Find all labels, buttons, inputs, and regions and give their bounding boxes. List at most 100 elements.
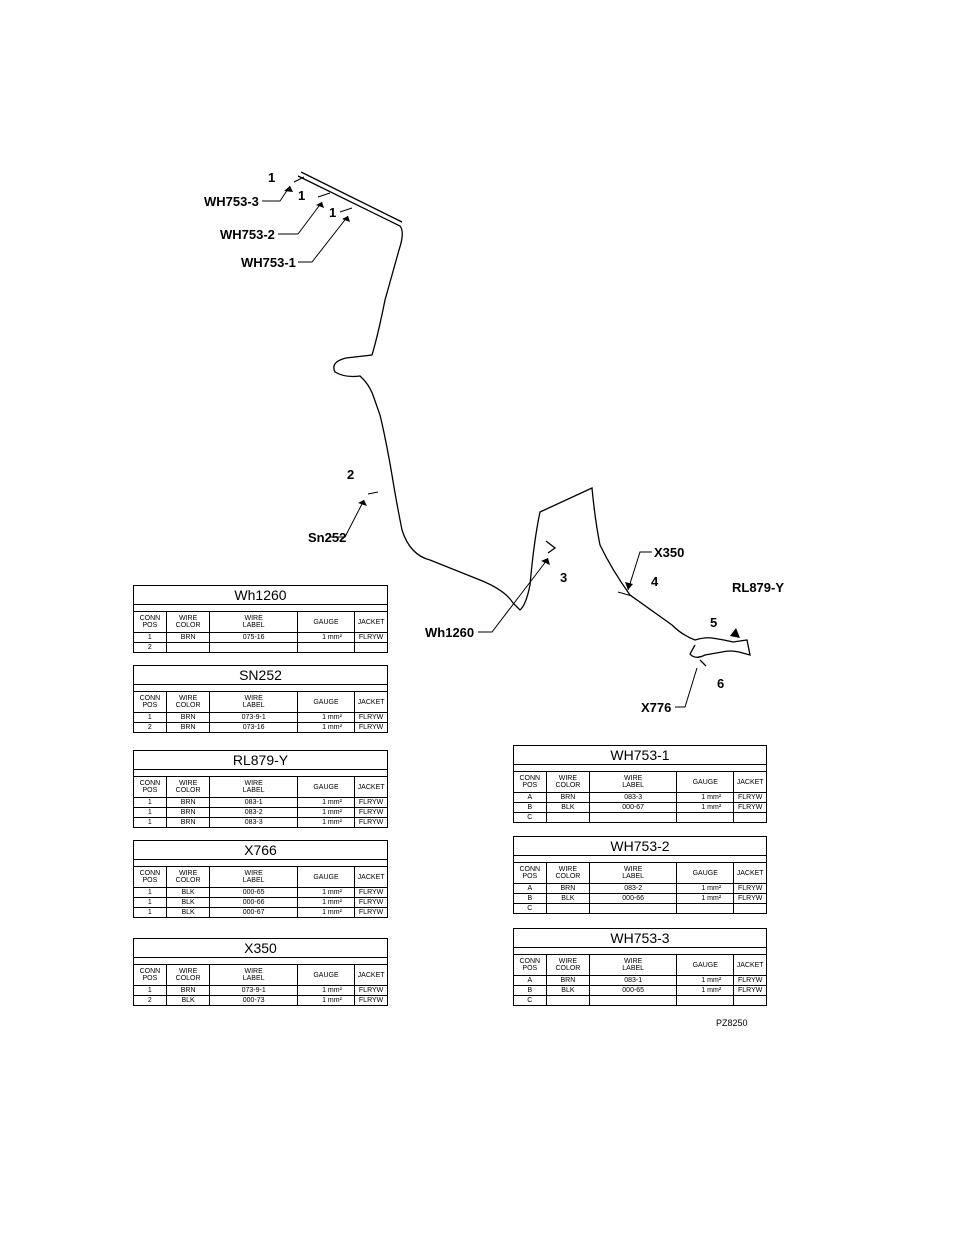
cell-wire-color: BRN [165, 722, 211, 733]
figure-reference: PZ8250 [716, 1018, 748, 1028]
cell-conn-pos: 1 [133, 712, 167, 723]
cell-jacket: FLRYW [354, 995, 388, 1006]
cell-wire-color: BRN [165, 817, 211, 828]
cell-wire-color: BLK [165, 995, 211, 1006]
cell-wire-label: 000-66 [209, 897, 298, 908]
header-wire-color-line: WIRE [178, 870, 198, 877]
header-wire-label-line: LABEL [242, 877, 265, 884]
header-wire-label-line: LABEL [242, 622, 265, 629]
header-jacket: JACKET [733, 862, 767, 884]
cell-conn-pos: B [513, 985, 547, 996]
cell-conn-pos: C [513, 995, 547, 1006]
cell-jacket [733, 903, 767, 914]
cell-wire-label: 073-16 [209, 722, 298, 733]
cell-jacket [733, 812, 767, 823]
cell-wire-label: 000-66 [589, 893, 678, 904]
cell-gauge: 1 mm² [296, 712, 356, 723]
cell-conn-pos: 1 [133, 907, 167, 918]
cell-conn-pos: 1 [133, 807, 167, 818]
cell-jacket: FLRYW [354, 817, 388, 828]
header-conn-pos-line: POS [522, 873, 538, 880]
header-conn-pos-line: CONN [519, 775, 541, 782]
header-wire-label-line: LABEL [622, 873, 645, 880]
header-wire-color-line: COLOR [175, 622, 201, 629]
cell-gauge [676, 812, 735, 823]
cell-conn-pos: 2 [133, 642, 167, 653]
header-gauge: GAUGE [296, 691, 356, 713]
cell-wire-color: BRN [165, 712, 211, 723]
cell-conn-pos: 1 [133, 985, 167, 996]
header-jacket: JACKET [354, 611, 388, 633]
label-wh753-2: WH753-2 [220, 227, 275, 242]
header-jacket: JACKET [733, 954, 767, 976]
cell-gauge: 1 mm² [296, 907, 356, 918]
header-gauge: GAUGE [676, 862, 735, 884]
cell-gauge [676, 903, 735, 914]
cell-gauge: 1 mm² [676, 893, 735, 904]
table-spacer [133, 859, 388, 867]
header-conn-pos-line: POS [142, 877, 158, 884]
harness-wire [297, 171, 751, 667]
cell-wire-color [545, 903, 591, 914]
header-conn-pos-line: POS [142, 975, 158, 982]
callout-1-wh753-1: 1 [329, 205, 336, 220]
cell-wire-color: BRN [545, 975, 591, 986]
cell-gauge: 1 mm² [676, 985, 735, 996]
cell-wire-color: BRN [165, 797, 211, 808]
cell-conn-pos: 2 [133, 995, 167, 1006]
cell-conn-pos: 1 [133, 887, 167, 898]
table-title: X350 [133, 938, 388, 958]
header-gauge: GAUGE [676, 954, 735, 976]
header-wire-color-line: COLOR [555, 965, 581, 972]
header-conn-pos-line: CONN [139, 968, 161, 975]
table-spacer [133, 769, 388, 777]
cell-gauge: 1 mm² [676, 792, 735, 803]
cell-gauge: 1 mm² [676, 883, 735, 894]
label-x776: X776 [641, 700, 671, 715]
table-row: 2 [133, 642, 388, 653]
cell-wire-label: 083-3 [209, 817, 298, 828]
cell-wire-label: 000-67 [589, 802, 678, 813]
callout-2: 2 [347, 467, 354, 482]
header-wire-label-line: WIRE [624, 775, 643, 782]
cell-gauge: 1 mm² [296, 995, 356, 1006]
table-title: WH753-3 [513, 928, 767, 948]
header-jacket: JACKET [354, 691, 388, 713]
cell-conn-pos: C [513, 812, 547, 823]
header-jacket: JACKET [354, 776, 388, 798]
header-wire-color-line: COLOR [175, 877, 201, 884]
header-wire-color-line: COLOR [175, 975, 201, 982]
header-wire-color-line: WIRE [178, 780, 198, 787]
cell-wire-label [589, 903, 678, 914]
cell-conn-pos: 2 [133, 722, 167, 733]
table-row: C [513, 903, 767, 914]
cell-jacket [733, 995, 767, 1006]
table-title: WH753-1 [513, 745, 767, 765]
header-jacket: JACKET [354, 866, 388, 888]
cell-gauge [676, 995, 735, 1006]
header-conn-pos-line: CONN [139, 870, 161, 877]
cell-conn-pos: A [513, 883, 547, 894]
header-wire-color-line: COLOR [175, 702, 201, 709]
table-row: C [513, 995, 767, 1006]
cell-wire-label: 000-65 [589, 985, 678, 996]
